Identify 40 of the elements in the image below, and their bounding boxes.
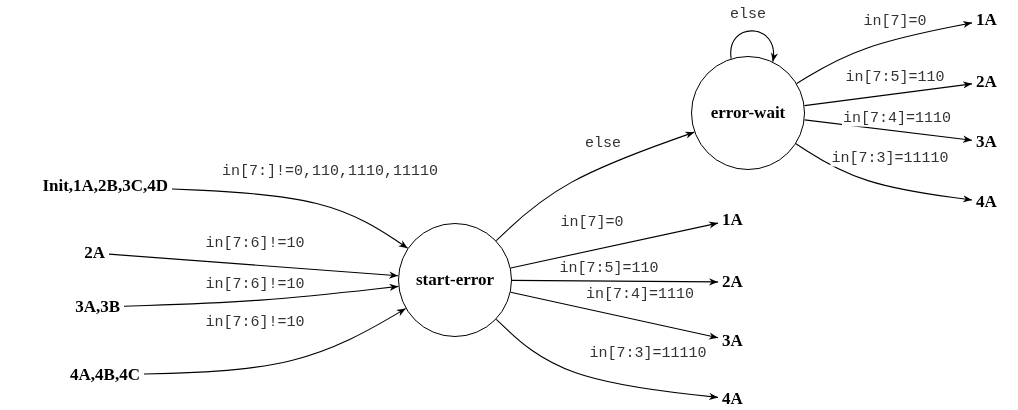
arrow [796, 21, 973, 84]
state-label: 2A [722, 272, 743, 292]
arrow [495, 318, 719, 400]
edge-label: in[7:5]=110 [844, 68, 946, 86]
arrow [510, 291, 719, 340]
state-label: 1A [976, 10, 997, 30]
arrow [510, 221, 719, 269]
arrow [495, 131, 695, 242]
edge-label: in[7:6]!=10 [204, 313, 306, 331]
edge-label: in[7:6]!=10 [204, 234, 306, 252]
state-label: 3A [722, 331, 743, 351]
edge-label: in[7:6]!=10 [204, 275, 306, 293]
arrow [171, 188, 409, 249]
arrow [795, 143, 973, 203]
arrow [803, 81, 973, 107]
state-label: 2A [976, 72, 997, 92]
edge-label: in[7:3]=11110 [830, 149, 950, 167]
arrow [123, 283, 399, 307]
state-label: 4A,4B,4C [70, 365, 140, 385]
state-label: 4A [722, 389, 743, 409]
state-name: error-wait [710, 103, 786, 123]
arrow [143, 308, 407, 375]
edge-label: in[7:5]=110 [558, 259, 660, 277]
arrow [511, 278, 719, 286]
edge-label: in[7:]!=0,110,1110,11110 [221, 162, 439, 180]
arrow [730, 30, 778, 63]
state-name: start-error [416, 270, 494, 290]
edge-label: in[7:4]=1110 [842, 109, 952, 127]
edge-label: in[7]=0 [559, 213, 625, 231]
arrow [108, 253, 399, 279]
state-label: 4A [976, 192, 997, 212]
arrow [804, 119, 973, 143]
edge-label: in[7]=0 [862, 12, 928, 30]
edge-label: in[7:4]=1110 [585, 285, 695, 303]
state-label: Init,1A,2B,3C,4D [42, 176, 168, 196]
state-label: 3A [976, 132, 997, 152]
state-label: 1A [722, 210, 743, 230]
state-label: 2A [84, 243, 105, 263]
edge-label: in[7:3]=11110 [588, 344, 708, 362]
state-label: 3A,3B [75, 297, 120, 317]
